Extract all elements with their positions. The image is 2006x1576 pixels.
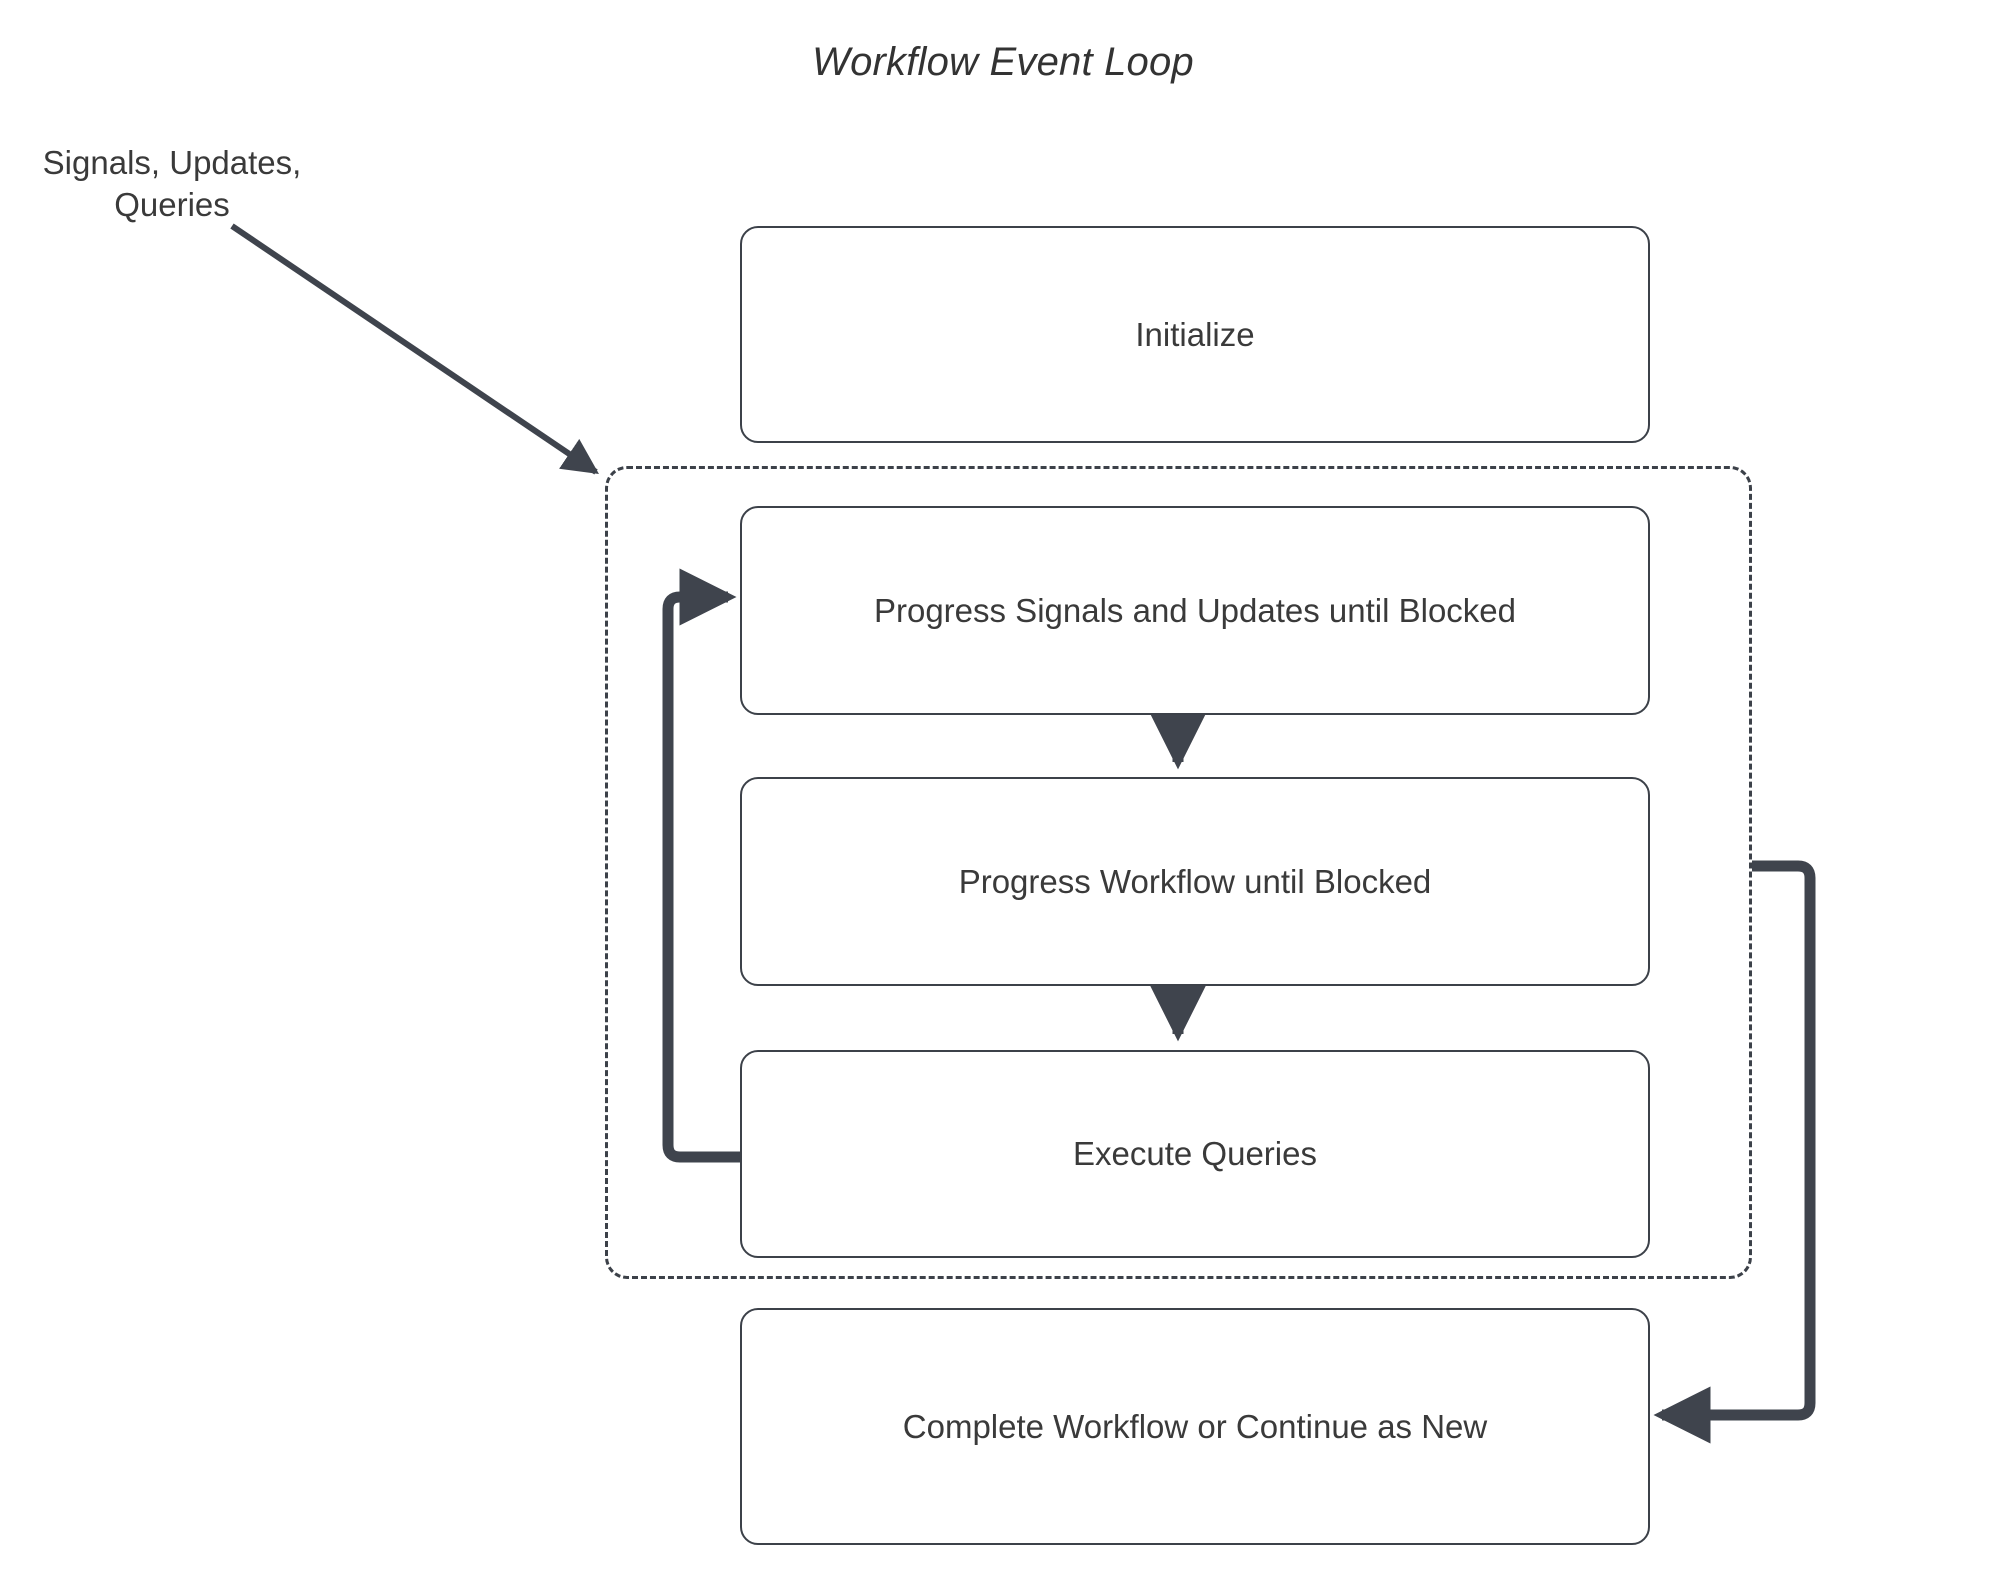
node-progress-workflow-label: Progress Workflow until Blocked <box>958 862 1432 900</box>
node-initialize[interactable]: Initialize <box>740 226 1650 443</box>
node-execute-queries-label: Execute Queries <box>1073 1135 1317 1172</box>
node-progress-signals-label: Progress Signals and Updates until Block… <box>873 591 1517 629</box>
event-loop-region <box>605 466 1752 1279</box>
node-execute-queries[interactable]: Execute Queries <box>740 1050 1650 1258</box>
node-progress-workflow[interactable]: Progress Workflow until Blocked <box>740 777 1650 986</box>
edge-signals-to-loop <box>230 223 599 475</box>
node-complete-workflow[interactable]: Complete Workflow or Continue as New <box>740 1308 1650 1545</box>
node-complete-workflow-label: Complete Workflow or Continue as New <box>902 1407 1488 1445</box>
node-initialize-label: Initialize <box>1135 315 1255 353</box>
node-progress-signals[interactable]: Progress Signals and Updates until Block… <box>740 506 1650 715</box>
page-title: Workflow Event Loop <box>812 40 1194 84</box>
external-input-label: Signals, Updates, Queries <box>42 144 302 223</box>
